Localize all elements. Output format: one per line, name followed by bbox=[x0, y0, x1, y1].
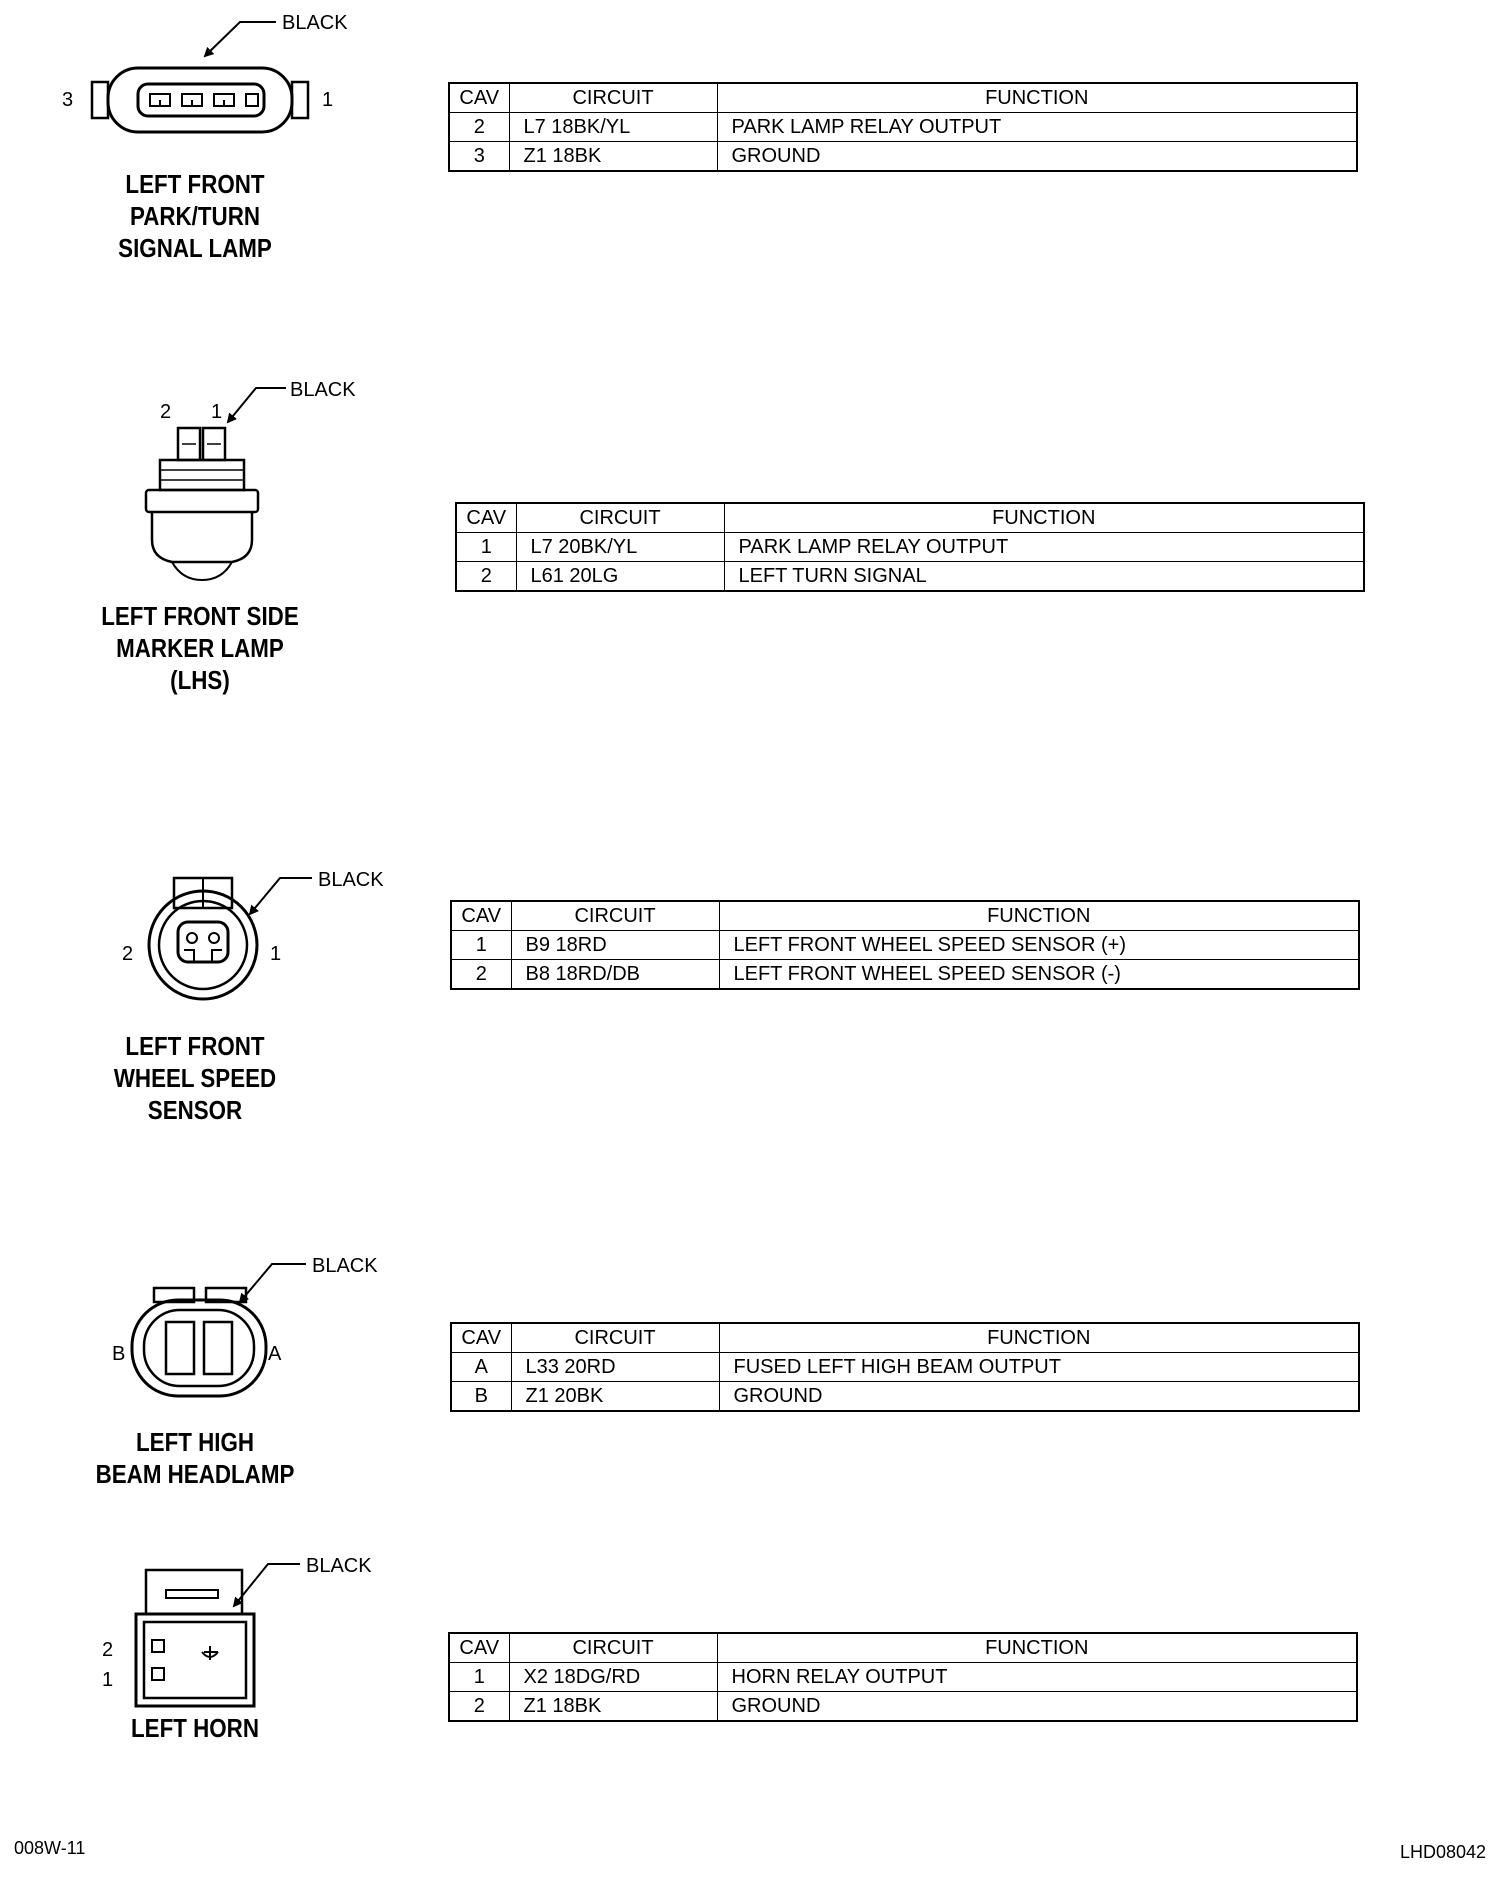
color-label: BLACK bbox=[282, 12, 348, 34]
table-row: 1 X2 18DG/RD HORN RELAY OUTPUT bbox=[448, 1662, 1358, 1692]
pinout-table: CAV CIRCUIT FUNCTION A L33 20RD FUSED LE… bbox=[450, 1322, 1360, 1412]
function-header: FUNCTION bbox=[718, 900, 1360, 931]
table-row: 2 L7 18BK/YL PARK LAMP RELAY OUTPUT bbox=[448, 112, 1358, 142]
table-header-row: CAV CIRCUIT FUNCTION bbox=[450, 1322, 1360, 1353]
function-header: FUNCTION bbox=[723, 502, 1365, 533]
table-row: 3 Z1 18BK GROUND bbox=[448, 141, 1358, 172]
circuit-header: CIRCUIT bbox=[515, 502, 725, 533]
circuit-header: CIRCUIT bbox=[508, 82, 718, 113]
pinout-table: CAV CIRCUIT FUNCTION 1 X2 18DG/RD HORN R… bbox=[448, 1632, 1358, 1722]
wheel-speed-sensor-connector-drawing bbox=[147, 876, 312, 1001]
table-row: 2 L61 20LG LEFT TURN SIGNAL bbox=[455, 561, 1365, 592]
circuit-cell: Z1 18BK bbox=[508, 141, 718, 172]
connector-title: LEFT FRONT SIDE MARKER LAMP (LHS) bbox=[101, 601, 299, 695]
circuit-cell: L61 20LG bbox=[515, 561, 725, 592]
color-label: BLACK bbox=[290, 379, 356, 401]
circuit-cell: Z1 18BK bbox=[508, 1691, 718, 1722]
connector-title: LEFT FRONT WHEEL SPEED SENSOR bbox=[113, 1031, 277, 1125]
function-cell: LEFT FRONT WHEEL SPEED SENSOR (+) bbox=[718, 930, 1360, 960]
cav-header: CAV bbox=[448, 82, 510, 113]
table-row: 2 B8 18RD/DB LEFT FRONT WHEEL SPEED SENS… bbox=[450, 959, 1360, 990]
pinout-table: CAV CIRCUIT FUNCTION 1 L7 20BK/YL PARK L… bbox=[455, 502, 1365, 592]
horn-connector-drawing bbox=[134, 1563, 300, 1708]
function-cell: LEFT FRONT WHEEL SPEED SENSOR (-) bbox=[718, 959, 1360, 990]
function-header: FUNCTION bbox=[716, 1632, 1358, 1663]
table-header-row: CAV CIRCUIT FUNCTION bbox=[450, 900, 1360, 931]
color-label: BLACK bbox=[312, 1255, 378, 1277]
high-beam-headlamp-connector-drawing bbox=[130, 1263, 306, 1398]
circuit-header: CIRCUIT bbox=[510, 1322, 720, 1353]
cav-header: CAV bbox=[450, 900, 512, 931]
function-cell: PARK LAMP RELAY OUTPUT bbox=[716, 112, 1358, 142]
function-header: FUNCTION bbox=[718, 1322, 1360, 1353]
circuit-cell: L33 20RD bbox=[510, 1352, 720, 1382]
function-cell: GROUND bbox=[716, 1691, 1358, 1722]
table-row: B Z1 20BK GROUND bbox=[450, 1381, 1360, 1412]
function-header: FUNCTION bbox=[716, 82, 1358, 113]
circuit-header: CIRCUIT bbox=[508, 1632, 718, 1663]
cav-cell: 1 bbox=[455, 532, 517, 562]
cav-cell: 2 bbox=[448, 112, 510, 142]
cav-cell: 2 bbox=[450, 959, 512, 990]
pin-label: 1 bbox=[211, 401, 222, 423]
pin-label: 2 bbox=[122, 943, 133, 965]
table-header-row: CAV CIRCUIT FUNCTION bbox=[448, 82, 1358, 113]
table-row: 1 L7 20BK/YL PARK LAMP RELAY OUTPUT bbox=[455, 532, 1365, 562]
pin-label: A bbox=[268, 1343, 282, 1365]
table-header-row: CAV CIRCUIT FUNCTION bbox=[455, 502, 1365, 533]
pin-label: B bbox=[112, 1343, 125, 1365]
pin-label: 2 bbox=[102, 1639, 113, 1661]
table-row: A L33 20RD FUSED LEFT HIGH BEAM OUTPUT bbox=[450, 1352, 1360, 1382]
cav-cell: A bbox=[450, 1352, 512, 1382]
figure-code: LHD08042 bbox=[1399, 1842, 1486, 1862]
pin-label: 1 bbox=[270, 943, 281, 965]
pinout-table: CAV CIRCUIT FUNCTION 1 B9 18RD LEFT FRON… bbox=[450, 900, 1360, 990]
cav-cell: 2 bbox=[455, 561, 517, 592]
pin-label: 2 bbox=[160, 401, 171, 423]
circuit-cell: Z1 20BK bbox=[510, 1381, 720, 1412]
function-cell: LEFT TURN SIGNAL bbox=[723, 561, 1365, 592]
connector-title: LEFT HORN bbox=[131, 1713, 259, 1743]
circuit-cell: L7 20BK/YL bbox=[515, 532, 725, 562]
pin-label: 1 bbox=[322, 89, 333, 111]
circuit-header: CIRCUIT bbox=[510, 900, 720, 931]
cav-cell: 3 bbox=[448, 141, 510, 172]
pin-label: 3 bbox=[62, 89, 73, 111]
cav-cell: 1 bbox=[448, 1662, 510, 1692]
table-row: 2 Z1 18BK GROUND bbox=[448, 1691, 1358, 1722]
page-code: 008W-11 bbox=[14, 1838, 86, 1858]
connector-title: LEFT HIGH BEAM HEADLAMP bbox=[95, 1427, 295, 1489]
cav-header: CAV bbox=[455, 502, 517, 533]
function-cell: GROUND bbox=[716, 141, 1358, 172]
cav-header: CAV bbox=[450, 1322, 512, 1353]
cav-cell: 2 bbox=[448, 1691, 510, 1722]
park-turn-lamp-connector-drawing bbox=[90, 21, 310, 134]
circuit-cell: X2 18DG/RD bbox=[508, 1662, 718, 1692]
function-cell: PARK LAMP RELAY OUTPUT bbox=[723, 532, 1365, 562]
pin-label: 1 bbox=[102, 1669, 113, 1691]
circuit-cell: L7 18BK/YL bbox=[508, 112, 718, 142]
pinout-table: CAV CIRCUIT FUNCTION 2 L7 18BK/YL PARK L… bbox=[448, 82, 1358, 172]
cav-header: CAV bbox=[448, 1632, 510, 1663]
function-cell: GROUND bbox=[718, 1381, 1360, 1412]
cav-cell: B bbox=[450, 1381, 512, 1412]
table-row: 1 B9 18RD LEFT FRONT WHEEL SPEED SENSOR … bbox=[450, 930, 1360, 960]
connector-title: LEFT FRONT PARK/TURN SIGNAL LAMP bbox=[118, 169, 272, 263]
color-label: BLACK bbox=[318, 869, 384, 891]
color-label: BLACK bbox=[306, 1555, 372, 1577]
circuit-cell: B8 18RD/DB bbox=[510, 959, 720, 990]
table-header-row: CAV CIRCUIT FUNCTION bbox=[448, 1632, 1358, 1663]
cav-cell: 1 bbox=[450, 930, 512, 960]
function-cell: HORN RELAY OUTPUT bbox=[716, 1662, 1358, 1692]
circuit-cell: B9 18RD bbox=[510, 930, 720, 960]
side-marker-lamp-connector-drawing bbox=[144, 387, 286, 582]
function-cell: FUSED LEFT HIGH BEAM OUTPUT bbox=[718, 1352, 1360, 1382]
